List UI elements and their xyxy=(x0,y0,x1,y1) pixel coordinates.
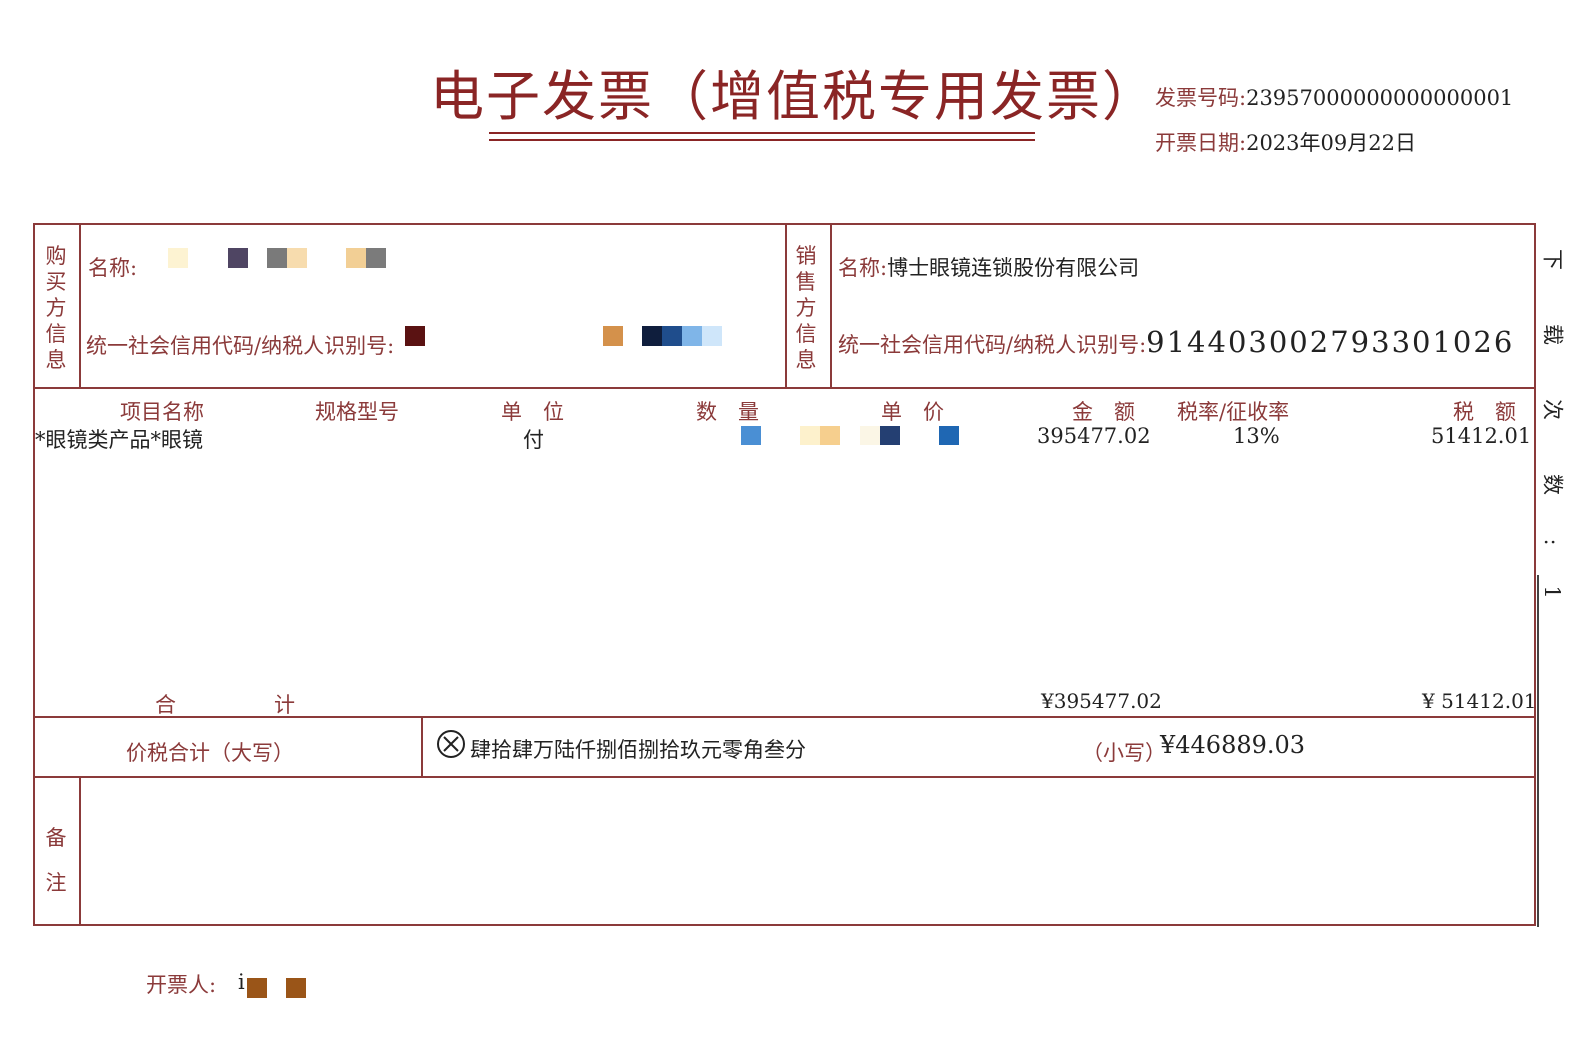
grand-total-small-value: ¥446889.03 xyxy=(1160,731,1306,759)
remarks-label-divider xyxy=(79,776,81,926)
issue-date-label: 开票日期: xyxy=(1155,131,1247,155)
redacted-block xyxy=(662,326,682,346)
seller-tax-id-label: 统一社会信用代码/纳税人识别号: xyxy=(838,333,1147,357)
buyer-label-char: 方 xyxy=(45,296,67,320)
redacted-block xyxy=(702,326,722,346)
seller-label-char: 息 xyxy=(795,348,817,372)
seller-name: 博士眼镜连锁股份有限公司 xyxy=(887,256,1140,280)
cross-circle-icon xyxy=(437,730,465,758)
redacted-block xyxy=(405,326,425,346)
invoice-number-label: 发票号码: xyxy=(1155,86,1247,110)
col-header-rate: 税率/征收率 xyxy=(1177,400,1290,424)
col-header-qty: 数 量 xyxy=(696,400,759,424)
side-char: 下 xyxy=(1540,249,1565,270)
seller-name-label: 名称: xyxy=(838,256,888,280)
issue-date: 2023年09月22日 xyxy=(1246,131,1416,155)
issuer-partial: i xyxy=(238,970,245,994)
redacted-block xyxy=(346,248,366,268)
redacted-block xyxy=(741,426,761,445)
redacted-block xyxy=(228,248,248,268)
buyer-label-char: 息 xyxy=(45,348,67,372)
col-header-amount: 金 额 xyxy=(1072,400,1135,424)
party-divider xyxy=(33,387,1536,389)
redacted-block xyxy=(800,426,820,445)
side-char: 载 xyxy=(1540,324,1565,345)
side-bar xyxy=(1537,575,1539,927)
redacted-block xyxy=(820,426,840,445)
buyer-label-char: 信 xyxy=(45,322,67,346)
issue-date-row: 开票日期:2023年09月22日 xyxy=(1155,127,1416,157)
buyer-name-label: 名称: xyxy=(88,256,138,280)
redacted-block xyxy=(860,426,880,445)
seller-label-char: 信 xyxy=(795,322,817,346)
buyer-label-divider xyxy=(79,223,81,388)
invoice-number-row: 发票号码:23957000000000000001 xyxy=(1155,82,1513,112)
seller-label-char: 方 xyxy=(795,296,817,320)
item-name: *眼镜类产品*眼镜 xyxy=(35,428,203,452)
grand-total-label: 价税合计（大写） xyxy=(126,741,294,765)
col-header-price: 单 价 xyxy=(881,400,944,424)
redacted-block xyxy=(642,326,662,346)
totals-divider xyxy=(33,716,1536,718)
col-header-name: 项目名称 xyxy=(120,400,204,424)
side-char: : xyxy=(1540,538,1564,546)
redacted-block xyxy=(247,978,267,998)
seller-label-divider xyxy=(830,223,832,388)
redacted-block xyxy=(603,326,623,346)
grand-total-words: 肆拾肆万陆仟捌佰捌拾玖元零角叁分 xyxy=(470,738,806,762)
buyer-label-char: 买 xyxy=(45,270,67,294)
issuer-label: 开票人: xyxy=(146,973,217,997)
download-count-side-text: 下 载 次 数 : 1 xyxy=(1540,222,1565,622)
col-header-tax: 税 额 xyxy=(1453,400,1516,424)
title-underline xyxy=(489,132,1035,141)
totals-tax: ¥ 51412.01 xyxy=(1422,689,1537,713)
redacted-block xyxy=(366,248,386,268)
item-tax: 51412.01 xyxy=(1431,424,1532,448)
col-header-spec: 规格型号 xyxy=(315,400,399,424)
grand-total-label-divider xyxy=(421,716,423,777)
grand-total-divider xyxy=(33,776,1536,778)
totals-label-1: 合 xyxy=(155,693,176,717)
invoice-number: 23957000000000000001 xyxy=(1246,86,1514,110)
redacted-block xyxy=(168,248,188,268)
seller-name-row: 名称:博士眼镜连锁股份有限公司 xyxy=(838,252,1139,282)
item-unit: 付 xyxy=(523,428,544,452)
redacted-block xyxy=(682,326,702,346)
redacted-block xyxy=(880,426,900,445)
buyer-seller-divider xyxy=(785,223,787,388)
seller-section-label: 销 售 方 信 息 xyxy=(791,243,821,373)
remarks-label-char: 注 xyxy=(45,871,67,895)
col-header-unit: 单 位 xyxy=(501,400,564,424)
seller-tax-id: 914403002793301026 xyxy=(1146,325,1515,359)
seller-label-char: 售 xyxy=(795,270,817,294)
buyer-label-char: 购 xyxy=(45,244,67,268)
side-char: 次 xyxy=(1540,399,1565,420)
seller-label-char: 销 xyxy=(795,244,817,268)
redacted-block xyxy=(939,426,959,445)
side-char: 1 xyxy=(1540,585,1564,599)
totals-amount: ¥395477.02 xyxy=(1041,689,1162,713)
totals-label-2: 计 xyxy=(274,693,295,717)
seller-tax-id-row: 统一社会信用代码/纳税人识别号:914403002793301026 xyxy=(838,325,1514,359)
invoice-title: 电子发票（增值税专用发票） xyxy=(430,65,1158,128)
redacted-block xyxy=(286,978,306,998)
item-rate: 13% xyxy=(1233,424,1280,448)
invoice-table-frame xyxy=(33,223,1536,926)
redacted-block xyxy=(267,248,287,268)
buyer-tax-id-label: 统一社会信用代码/纳税人识别号: xyxy=(86,334,395,358)
redacted-block xyxy=(287,248,307,268)
item-amount: 395477.02 xyxy=(1037,424,1151,448)
grand-total-small-label: （小写） xyxy=(1082,741,1166,765)
side-char: 数 xyxy=(1540,474,1565,495)
remarks-label-char: 备 xyxy=(45,826,67,850)
remarks-label: 备 注 xyxy=(41,816,71,906)
buyer-section-label: 购 买 方 信 息 xyxy=(41,243,71,373)
cross-mark xyxy=(443,736,459,752)
